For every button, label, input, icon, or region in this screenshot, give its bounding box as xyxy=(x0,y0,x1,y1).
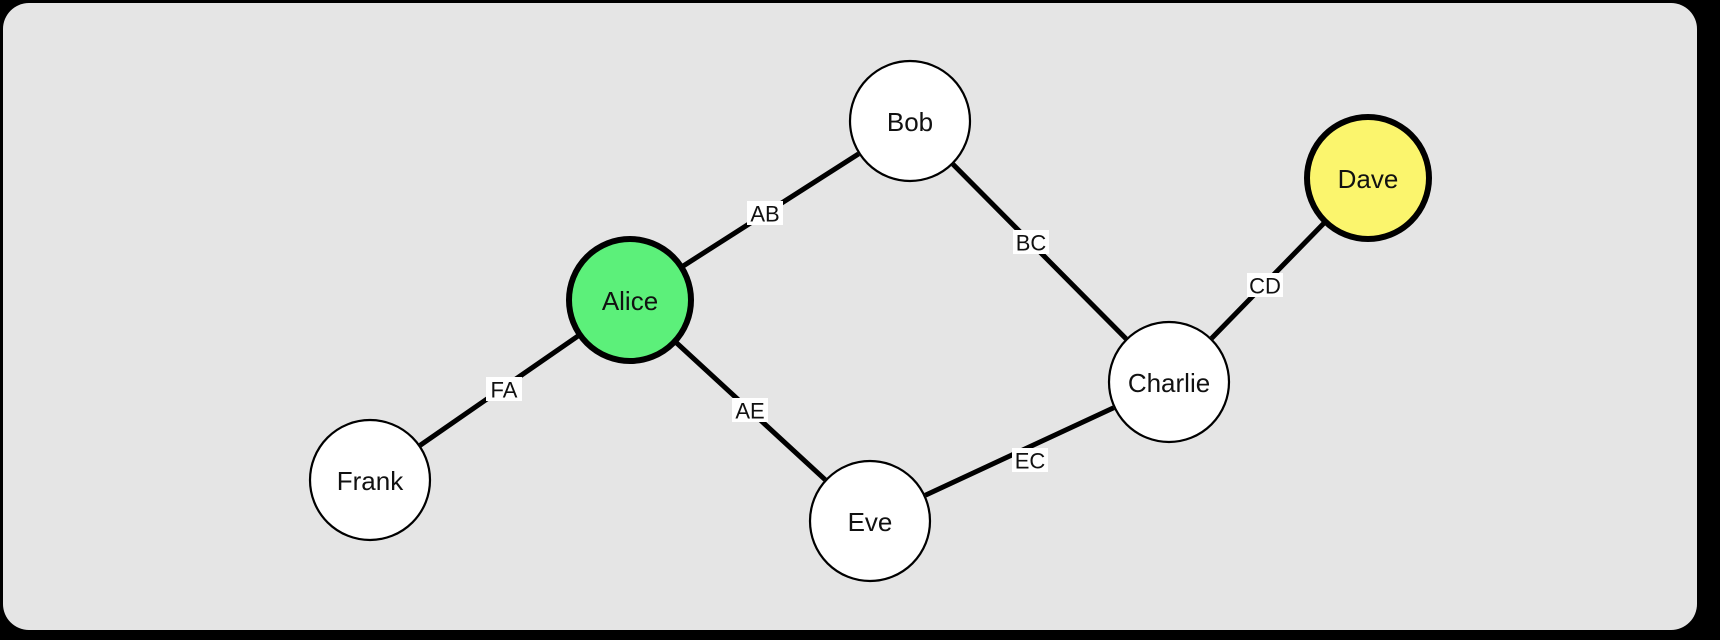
edge-label-ab: AB xyxy=(750,202,779,227)
edge-label-box-cd xyxy=(1247,273,1283,297)
edge-label-box-ae xyxy=(732,398,768,422)
edge-label-ae: AE xyxy=(735,399,764,424)
node-label-frank: Frank xyxy=(337,466,404,496)
node-charlie[interactable]: Charlie xyxy=(1107,320,1231,444)
node-label-bob: Bob xyxy=(887,107,933,137)
node-dave[interactable]: Dave xyxy=(1304,114,1432,242)
edge-label-ec: EC xyxy=(1015,449,1046,474)
node-circle-charlie[interactable] xyxy=(1107,320,1231,444)
edge-labels-layer: AB BC CD FA AE EC xyxy=(486,201,1283,474)
node-bob[interactable]: Bob xyxy=(848,59,972,183)
node-frank[interactable]: Frank xyxy=(308,418,432,542)
node-label-alice: Alice xyxy=(602,286,658,316)
node-eve[interactable]: Eve xyxy=(808,459,932,583)
node-label-charlie: Charlie xyxy=(1128,368,1210,398)
edge-label-box-bc xyxy=(1013,230,1049,254)
node-circle-dave[interactable] xyxy=(1304,114,1432,242)
node-circle-frank[interactable] xyxy=(308,418,432,542)
node-circle-bob[interactable] xyxy=(848,59,972,183)
node-circle-eve[interactable] xyxy=(808,459,932,583)
node-alice[interactable]: Alice xyxy=(566,236,694,364)
edge-label-box-ec xyxy=(1012,448,1048,472)
edge-label-box-fa xyxy=(486,377,522,401)
node-circle-alice[interactable] xyxy=(566,236,694,364)
edge-label-fa: FA xyxy=(491,378,518,403)
node-label-eve: Eve xyxy=(848,507,893,537)
edge-label-box-ab xyxy=(747,201,783,225)
node-label-dave: Dave xyxy=(1338,164,1399,194)
edge-label-cd: CD xyxy=(1249,274,1281,299)
edge-label-bc: BC xyxy=(1016,231,1047,256)
